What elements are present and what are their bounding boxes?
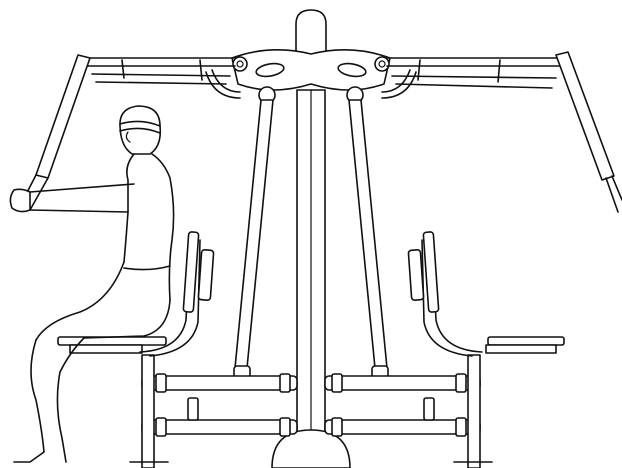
left-lever-arm	[19, 54, 236, 211]
left-seat	[57, 231, 215, 357]
base-frame	[129, 354, 493, 468]
center-column	[271, 9, 351, 468]
right-pull-rod	[348, 99, 389, 383]
top-yoke	[205, 49, 417, 104]
right-lever-arm	[386, 51, 622, 213]
left-pull-rod	[233, 99, 274, 383]
seated-user-figure	[9, 105, 175, 463]
right-seat	[407, 231, 565, 357]
